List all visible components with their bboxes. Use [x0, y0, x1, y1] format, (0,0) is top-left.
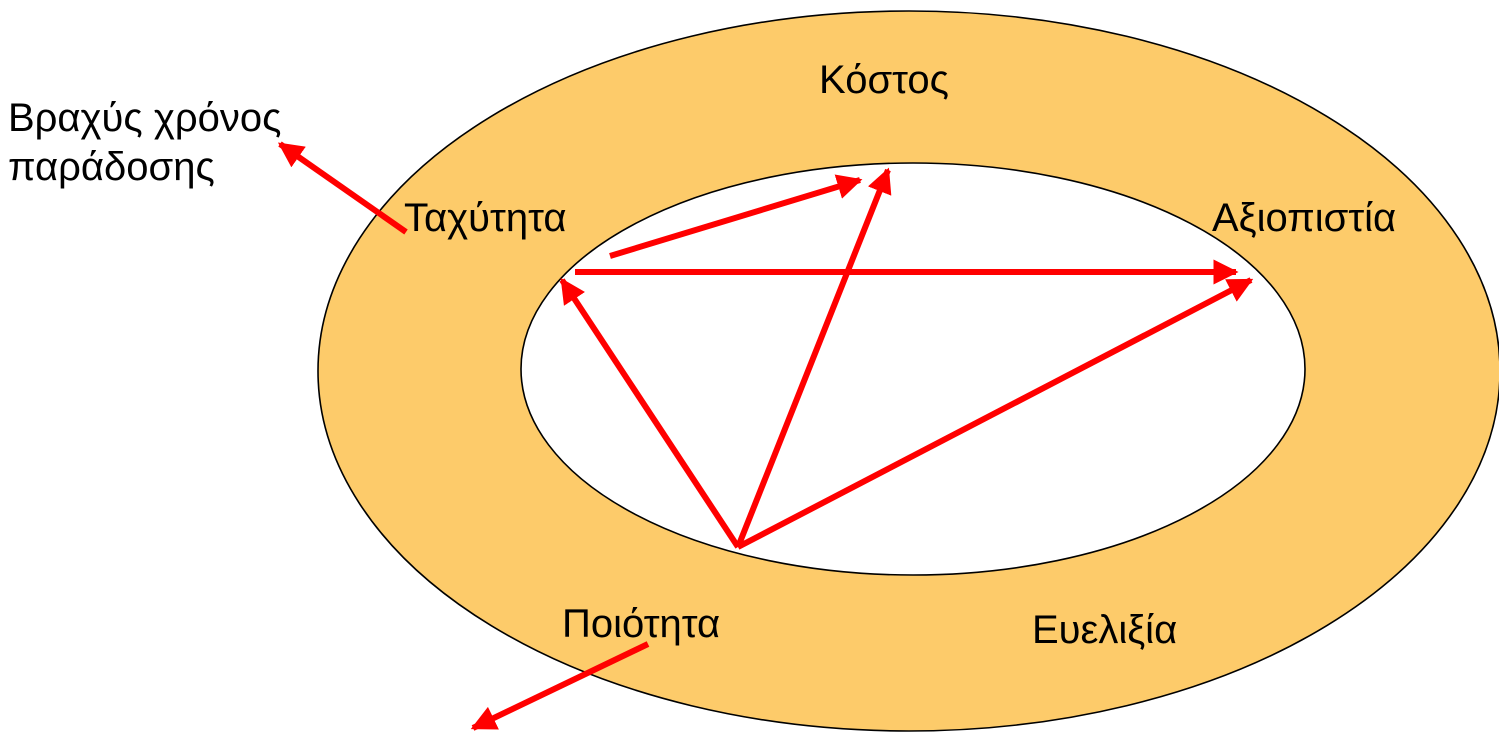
- inner-ellipse: [520, 162, 1306, 576]
- arrow-quality-to-reliability: [736, 277, 1254, 550]
- arrow-quality-to-cost: [735, 167, 892, 549]
- label-speed: Ταχύτητα: [404, 196, 566, 240]
- label-reliability: Αξιοπιστία: [1212, 196, 1396, 240]
- arrow-speed-to-cost: [609, 174, 863, 259]
- arrow-quality-outward: [470, 641, 650, 731]
- arrow-speed-to-short-delivery: [277, 141, 408, 235]
- label-short-delivery-line2: παράδοσης: [8, 145, 215, 189]
- label-quality: Ποιότητα: [562, 602, 720, 646]
- label-flexibility: Ευελιξία: [1032, 608, 1177, 652]
- label-cost: Κόστος: [819, 58, 949, 102]
- label-short-delivery-line1: Βραχύς χρόνος: [8, 96, 281, 140]
- arrows: [277, 141, 1254, 731]
- arrow-quality-to-speed: [559, 277, 741, 549]
